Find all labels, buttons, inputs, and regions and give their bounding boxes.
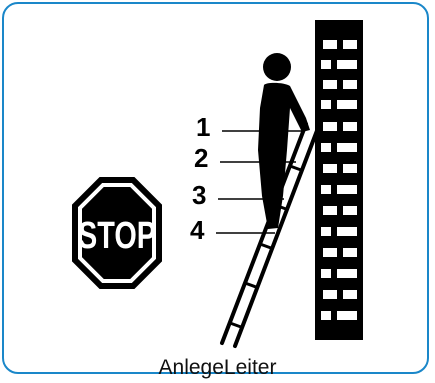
- level-label-1: 1: [196, 112, 210, 142]
- level-label-3: 3: [192, 180, 206, 210]
- stop-sign-icon: STOP: [73, 178, 161, 288]
- caption: AnlegeLeiter: [0, 356, 435, 380]
- level-label-4: 4: [190, 215, 205, 245]
- person-silhouette-icon: [258, 53, 310, 229]
- brick-wall-icon: [315, 20, 363, 340]
- level-label-2: 2: [194, 143, 208, 173]
- stop-sign-text: STOP: [78, 215, 156, 257]
